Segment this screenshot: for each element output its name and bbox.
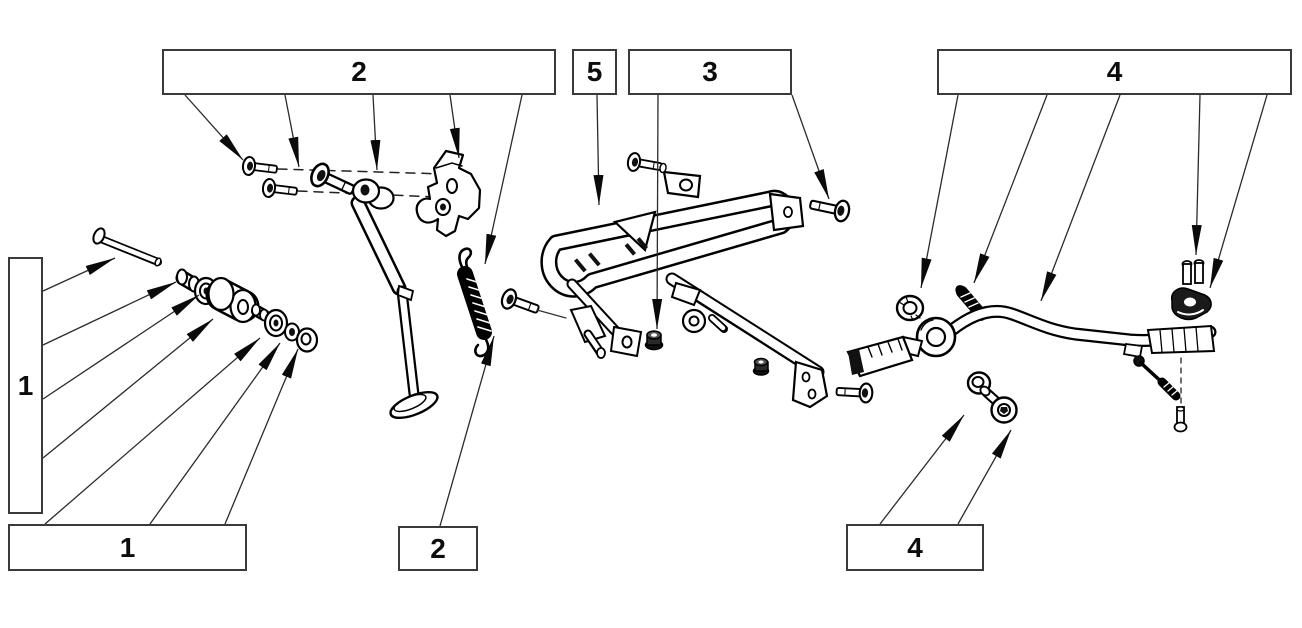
callout-label: 4	[907, 531, 923, 563]
frame-left-bolt	[498, 286, 543, 320]
frame-flange-nut-right	[752, 357, 770, 376]
callout-box-3-top[interactable]: 3	[628, 49, 792, 95]
leader-arrow-2-top	[184, 94, 244, 161]
leader-arrow-5-top	[593, 94, 604, 206]
leader-arrow-2-bottom	[439, 335, 495, 527]
leader-arrow-4-top	[1209, 94, 1268, 289]
pivot-seal-washer	[895, 294, 925, 322]
stand-pivot-bolt	[306, 159, 360, 203]
leader-arrow-1-bottom	[149, 342, 281, 525]
frame-left-leg	[566, 278, 643, 359]
subframe-assembly	[498, 151, 874, 409]
side-stand-spring	[457, 247, 492, 358]
pedal-rod-lug	[1122, 343, 1144, 359]
chain-roller	[205, 276, 260, 324]
frame-right-leg	[665, 272, 829, 409]
leader-arrow-2-top	[484, 94, 523, 265]
leader-arrow-3-top	[652, 94, 663, 330]
pedal-end-plate	[1146, 324, 1216, 355]
leader-arrow-4-bottom	[879, 414, 965, 525]
stopper-pins	[1181, 259, 1205, 285]
leader-arrow-1-bottom	[224, 348, 299, 525]
side-stand	[350, 178, 439, 420]
leader-arrow-1-left	[42, 257, 116, 292]
callout-box-1-left[interactable]: 1	[8, 257, 43, 514]
callout-box-4-bottom[interactable]: 4	[846, 524, 984, 571]
roller-bearing-rear	[263, 308, 289, 338]
assembly-axis-dashed-upper	[277, 168, 446, 175]
callout-label: 1	[17, 369, 34, 401]
leader-arrow-2-top	[284, 94, 300, 168]
leader-arrow-4-top	[920, 94, 959, 289]
subframe-loop	[540, 170, 805, 298]
leader-arrow-4-top	[1191, 94, 1202, 256]
footpeg-mount-bracket	[791, 360, 829, 409]
stand-mount-bracket	[415, 149, 482, 238]
brake-pedal-assembly	[846, 259, 1217, 433]
leader-arrow-2-top	[370, 94, 381, 171]
leader-arrow-3-top	[791, 94, 830, 200]
spring-hook-tab	[397, 284, 415, 302]
leader-arrow-4-top	[1040, 94, 1121, 302]
stand-bolt-lower	[260, 177, 299, 202]
leader-arrow-1-left	[42, 281, 177, 346]
leader-arrow-1-left	[42, 318, 214, 459]
stand-bolt-upper	[240, 155, 279, 180]
brake-pedal	[846, 304, 1217, 378]
rod-end-bolt	[1173, 406, 1188, 433]
roller-pin	[92, 227, 162, 267]
side-stand-assembly	[240, 149, 492, 420]
leader-arrow-2-top	[449, 94, 460, 159]
pedal-clevis	[1171, 287, 1212, 321]
callout-box-2-bottom[interactable]: 2	[398, 526, 478, 571]
callout-box-1-bottom[interactable]: 1	[8, 524, 247, 571]
callout-box-4-top[interactable]: 4	[937, 49, 1292, 95]
leader-arrow-1-bottom	[44, 337, 261, 525]
callout-box-2-top[interactable]: 2	[162, 49, 556, 95]
roller-bushing	[175, 268, 201, 293]
frame-gusset	[612, 210, 657, 253]
callout-label: 1	[119, 531, 136, 563]
callout-box-5-top[interactable]: 5	[572, 49, 617, 95]
leader-lines-layer	[42, 94, 1268, 527]
pivot-bolt	[979, 385, 1018, 424]
leader-arrow-1-left	[42, 294, 200, 400]
callout-label: 5	[586, 56, 603, 87]
callout-label: 2	[351, 56, 367, 87]
frame-lower-right-bolt	[835, 380, 874, 404]
roller-washer-large	[295, 327, 319, 353]
frame-right-bolt	[807, 193, 853, 224]
leader-arrow-4-bottom	[957, 429, 1012, 525]
callout-label: 3	[702, 56, 718, 87]
brake-rod-linkage	[1133, 355, 1182, 405]
frame-flange-nut-center	[644, 330, 664, 351]
chain-roller-assembly	[92, 227, 319, 353]
callout-label: 4	[1106, 56, 1123, 87]
leader-arrow-4-top	[973, 94, 1048, 284]
callout-label: 2	[430, 532, 446, 564]
